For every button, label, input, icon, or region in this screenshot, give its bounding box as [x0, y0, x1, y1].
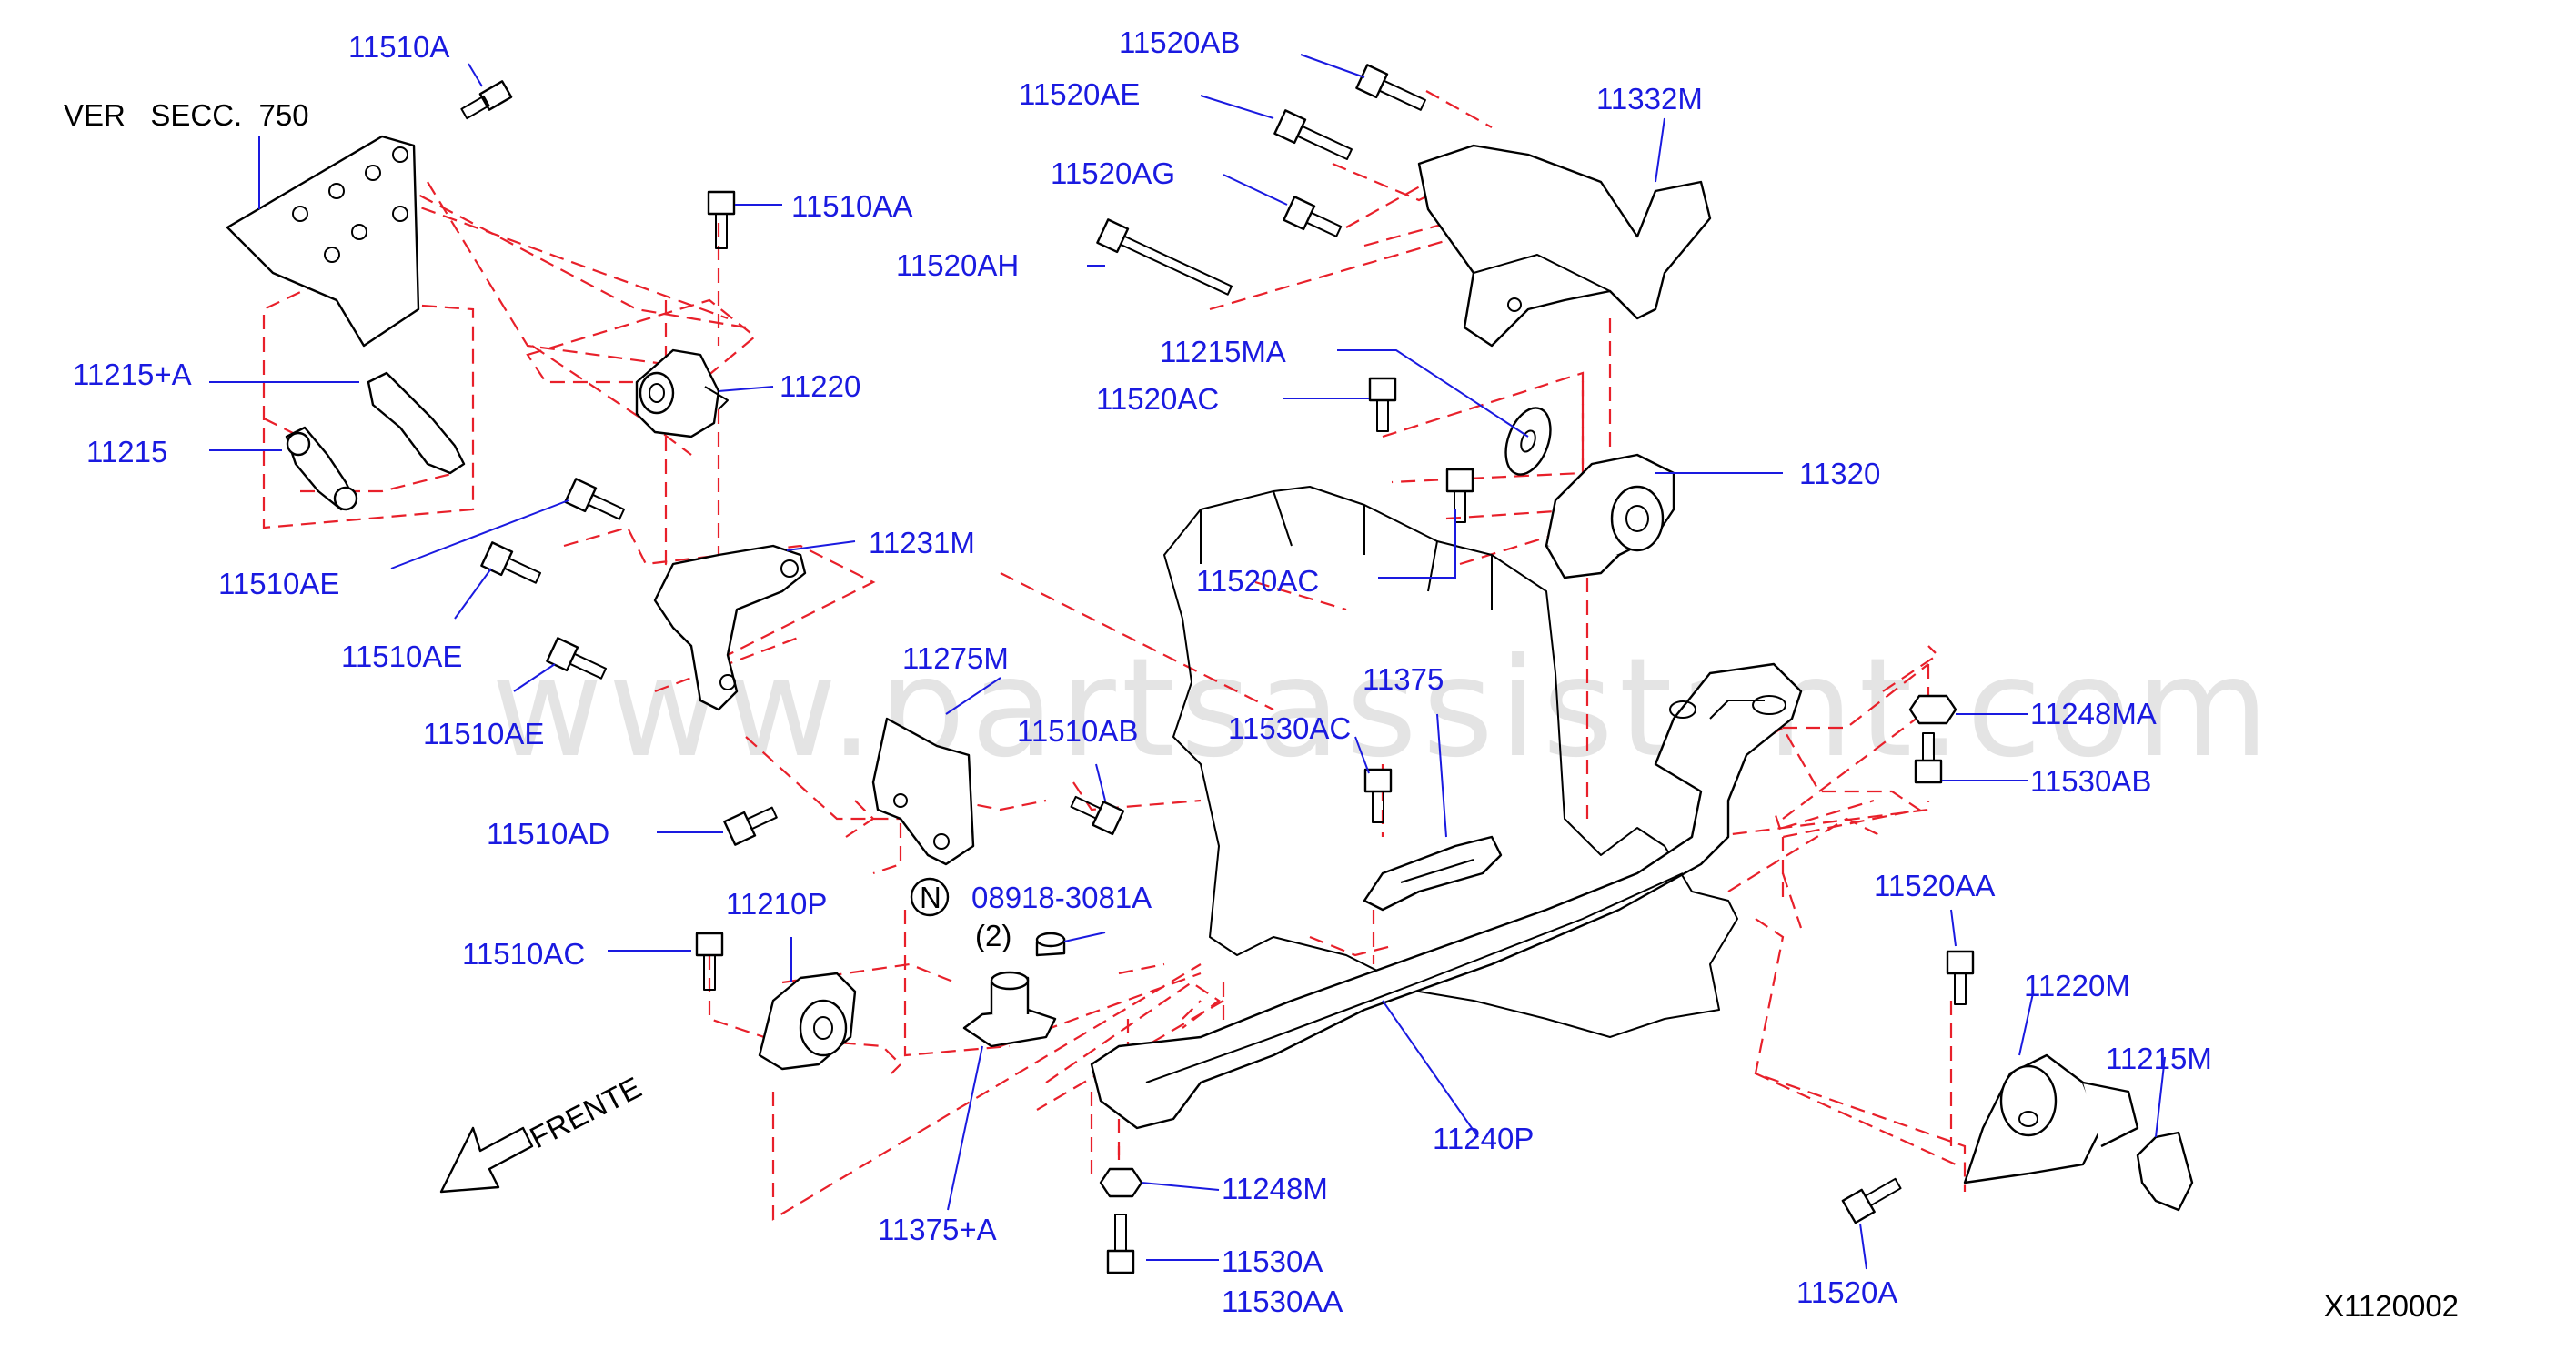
direction-label: FRENTE [524, 1070, 646, 1154]
washer-11215MA [1504, 407, 1552, 476]
label-11215M[interactable]: 11215M [2106, 1042, 2212, 1075]
bracket-11332M [1417, 144, 1712, 348]
label-11375A[interactable]: 11375+A [878, 1213, 997, 1246]
label-11320[interactable]: 11320 [1799, 457, 1880, 490]
nut-11248M [1099, 1167, 1143, 1198]
insulator-pad-11215A [367, 371, 466, 475]
label-11530AC[interactable]: 11530AC [1228, 711, 1351, 745]
label-11215[interactable]: 11215 [86, 435, 167, 468]
svg-text:N: N [920, 881, 941, 914]
label-11530AB[interactable]: 11530AB [2030, 764, 2151, 798]
label-11210P[interactable]: 11210P [726, 887, 827, 921]
label-11510AB[interactable]: 11510AB [1017, 714, 1138, 748]
parts-artwork [226, 135, 2194, 1212]
direction-arrow [439, 1126, 534, 1194]
bolt-11520AB [1355, 64, 1426, 111]
label-11520AA[interactable]: 11520AA [1874, 869, 1995, 902]
label-11375[interactable]: 11375 [1363, 662, 1444, 696]
bolt-11530AB [1914, 732, 1943, 784]
subframe-crossmember [1090, 662, 1803, 1130]
label-11510AD[interactable]: 11510AD [487, 817, 609, 851]
bolts [460, 64, 1975, 1274]
label-11520AG[interactable]: 11520AG [1051, 156, 1175, 190]
bolt-11520AC-1 [1368, 377, 1397, 432]
bolt-11510AD [723, 806, 778, 846]
bolt-11530AC [1363, 768, 1393, 823]
bolt-11520AG [1283, 196, 1343, 237]
reference-note: VER SECC. 750 [64, 98, 309, 132]
label-11520AH[interactable]: 11520AH [896, 248, 1019, 282]
label-11520AB[interactable]: 11520AB [1119, 25, 1240, 59]
bracket-11231M [653, 544, 807, 711]
label-11520A[interactable]: 11520A [1796, 1275, 1897, 1309]
label-11520AC-1[interactable]: 11520AC [1096, 382, 1219, 416]
watermark: www.partsassistant.com [491, 630, 2274, 788]
bolt-11510AE-3 [546, 637, 608, 680]
ver-secc-750-bracket [226, 135, 420, 348]
bolt-11510AA [707, 190, 736, 249]
label-11220M[interactable]: 11220M [2024, 969, 2130, 1002]
bolt-11520A [1841, 1177, 1902, 1224]
label-11231M[interactable]: 11231M [869, 526, 975, 559]
quantity-note: (2) [975, 919, 1011, 952]
n-badge: N [910, 877, 950, 917]
label-11520AC-2[interactable]: 11520AC [1196, 564, 1319, 598]
bolt-11510AE-1 [564, 478, 626, 520]
nut-11248MA [1908, 694, 1957, 725]
label-11220[interactable]: 11220 [780, 369, 860, 403]
label-11215MA[interactable]: 11215MA [1160, 335, 1286, 368]
label-11510AE-1[interactable]: 11510AE [218, 567, 339, 600]
label-11275M[interactable]: 11275M [902, 641, 1009, 675]
label-11530A[interactable]: 11530A [1222, 1244, 1323, 1278]
engine-mount-11220 [635, 348, 720, 438]
label-11240P[interactable]: 11240P [1433, 1122, 1534, 1155]
bolt-11520AH [1096, 218, 1233, 296]
label-11215A[interactable]: 11215+A [73, 358, 192, 391]
leader-lines [209, 54, 2166, 1270]
label-11510A[interactable]: 11510A [348, 30, 449, 64]
label-11248MA[interactable]: 11248MA [2030, 697, 2157, 730]
bracket-11275M [871, 717, 975, 866]
bolt-11520AC-2 [1445, 468, 1474, 523]
bolt-11510AC [695, 932, 724, 991]
stopper-11215M [2136, 1131, 2194, 1212]
diagram-code: X1120002 [2324, 1289, 2459, 1323]
bolt-11520AE [1273, 109, 1353, 161]
insulator-11375A [962, 1008, 1057, 1048]
label-11248M[interactable]: 11248M [1222, 1172, 1328, 1205]
label-11510AE-3[interactable]: 11510AE [423, 717, 544, 751]
label-11510AE-2[interactable]: 11510AE [341, 640, 462, 673]
bolt-11530A [1106, 1214, 1135, 1274]
label-11510AC[interactable]: 11510AC [462, 937, 585, 971]
label-11520AE[interactable]: 11520AE [1019, 77, 1140, 111]
bolt-11510AB [1070, 795, 1125, 836]
bolt-11510A [460, 80, 513, 120]
bolt-11510AE-2 [480, 541, 542, 584]
label-11530AA[interactable]: 11530AA [1222, 1285, 1343, 1318]
label-11510AA[interactable]: 11510AA [791, 189, 912, 223]
bolt-11520AA [1946, 950, 1975, 1005]
label-08918-3081A[interactable]: 08918-3081A [971, 881, 1152, 914]
label-11332M[interactable]: 11332M [1596, 82, 1703, 116]
